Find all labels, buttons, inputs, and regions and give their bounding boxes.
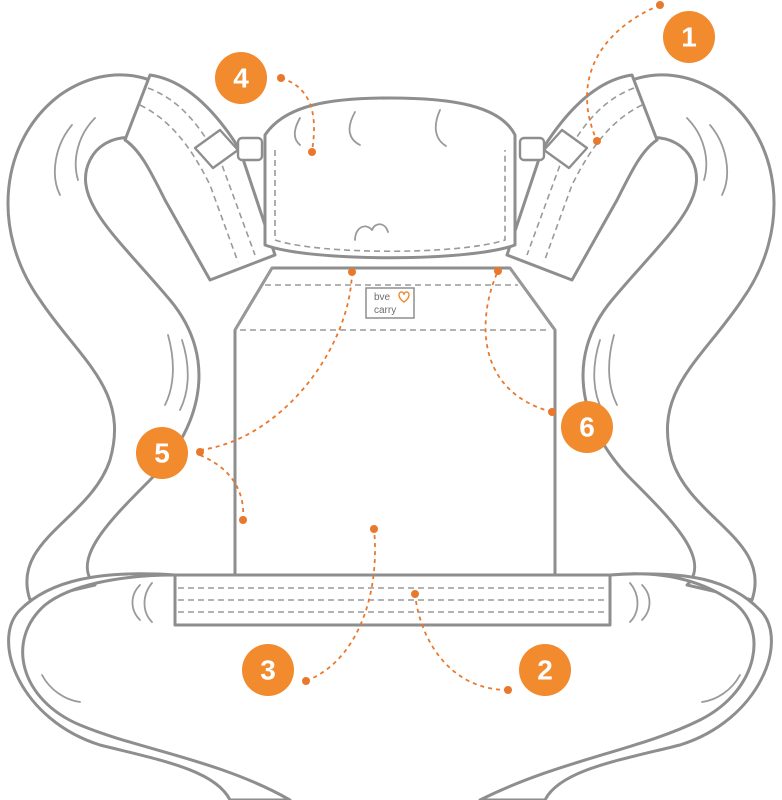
hood-headrest [263, 96, 517, 260]
anchor-dots [196, 1, 664, 694]
svg-text:3: 3 [260, 655, 276, 686]
leader-5b [199, 454, 245, 521]
brand-label: bve carry [365, 287, 415, 319]
right-shoulder-strap [505, 73, 776, 602]
callout-badge-6: 6 [561, 401, 613, 453]
callout-badge-3: 3 [242, 644, 294, 696]
carrier-body-panel [233, 266, 557, 577]
leader-1 [586, 4, 661, 142]
leader-3 [305, 528, 376, 682]
leader-lines [199, 4, 661, 691]
svg-text:2: 2 [537, 655, 553, 686]
heart-icon [398, 291, 410, 303]
callout-badge-2: 2 [519, 644, 571, 696]
svg-text:1: 1 [681, 22, 697, 53]
leader-2 [414, 593, 509, 691]
right-buckle [518, 128, 589, 170]
svg-text:4: 4 [233, 63, 249, 94]
leader-6 [484, 270, 553, 413]
callout-badge-5: 5 [136, 427, 188, 479]
leader-4 [280, 77, 315, 153]
brand-logo-line1: bve [374, 292, 391, 303]
callout-badge-4: 4 [215, 52, 267, 104]
waist-belt [7, 572, 773, 800]
left-buckle [193, 128, 264, 170]
svg-text:5: 5 [154, 438, 170, 469]
brand-logo-line2: carry [374, 305, 396, 316]
callout-badge-1: 1 [663, 11, 715, 63]
svg-text:6: 6 [579, 412, 595, 443]
